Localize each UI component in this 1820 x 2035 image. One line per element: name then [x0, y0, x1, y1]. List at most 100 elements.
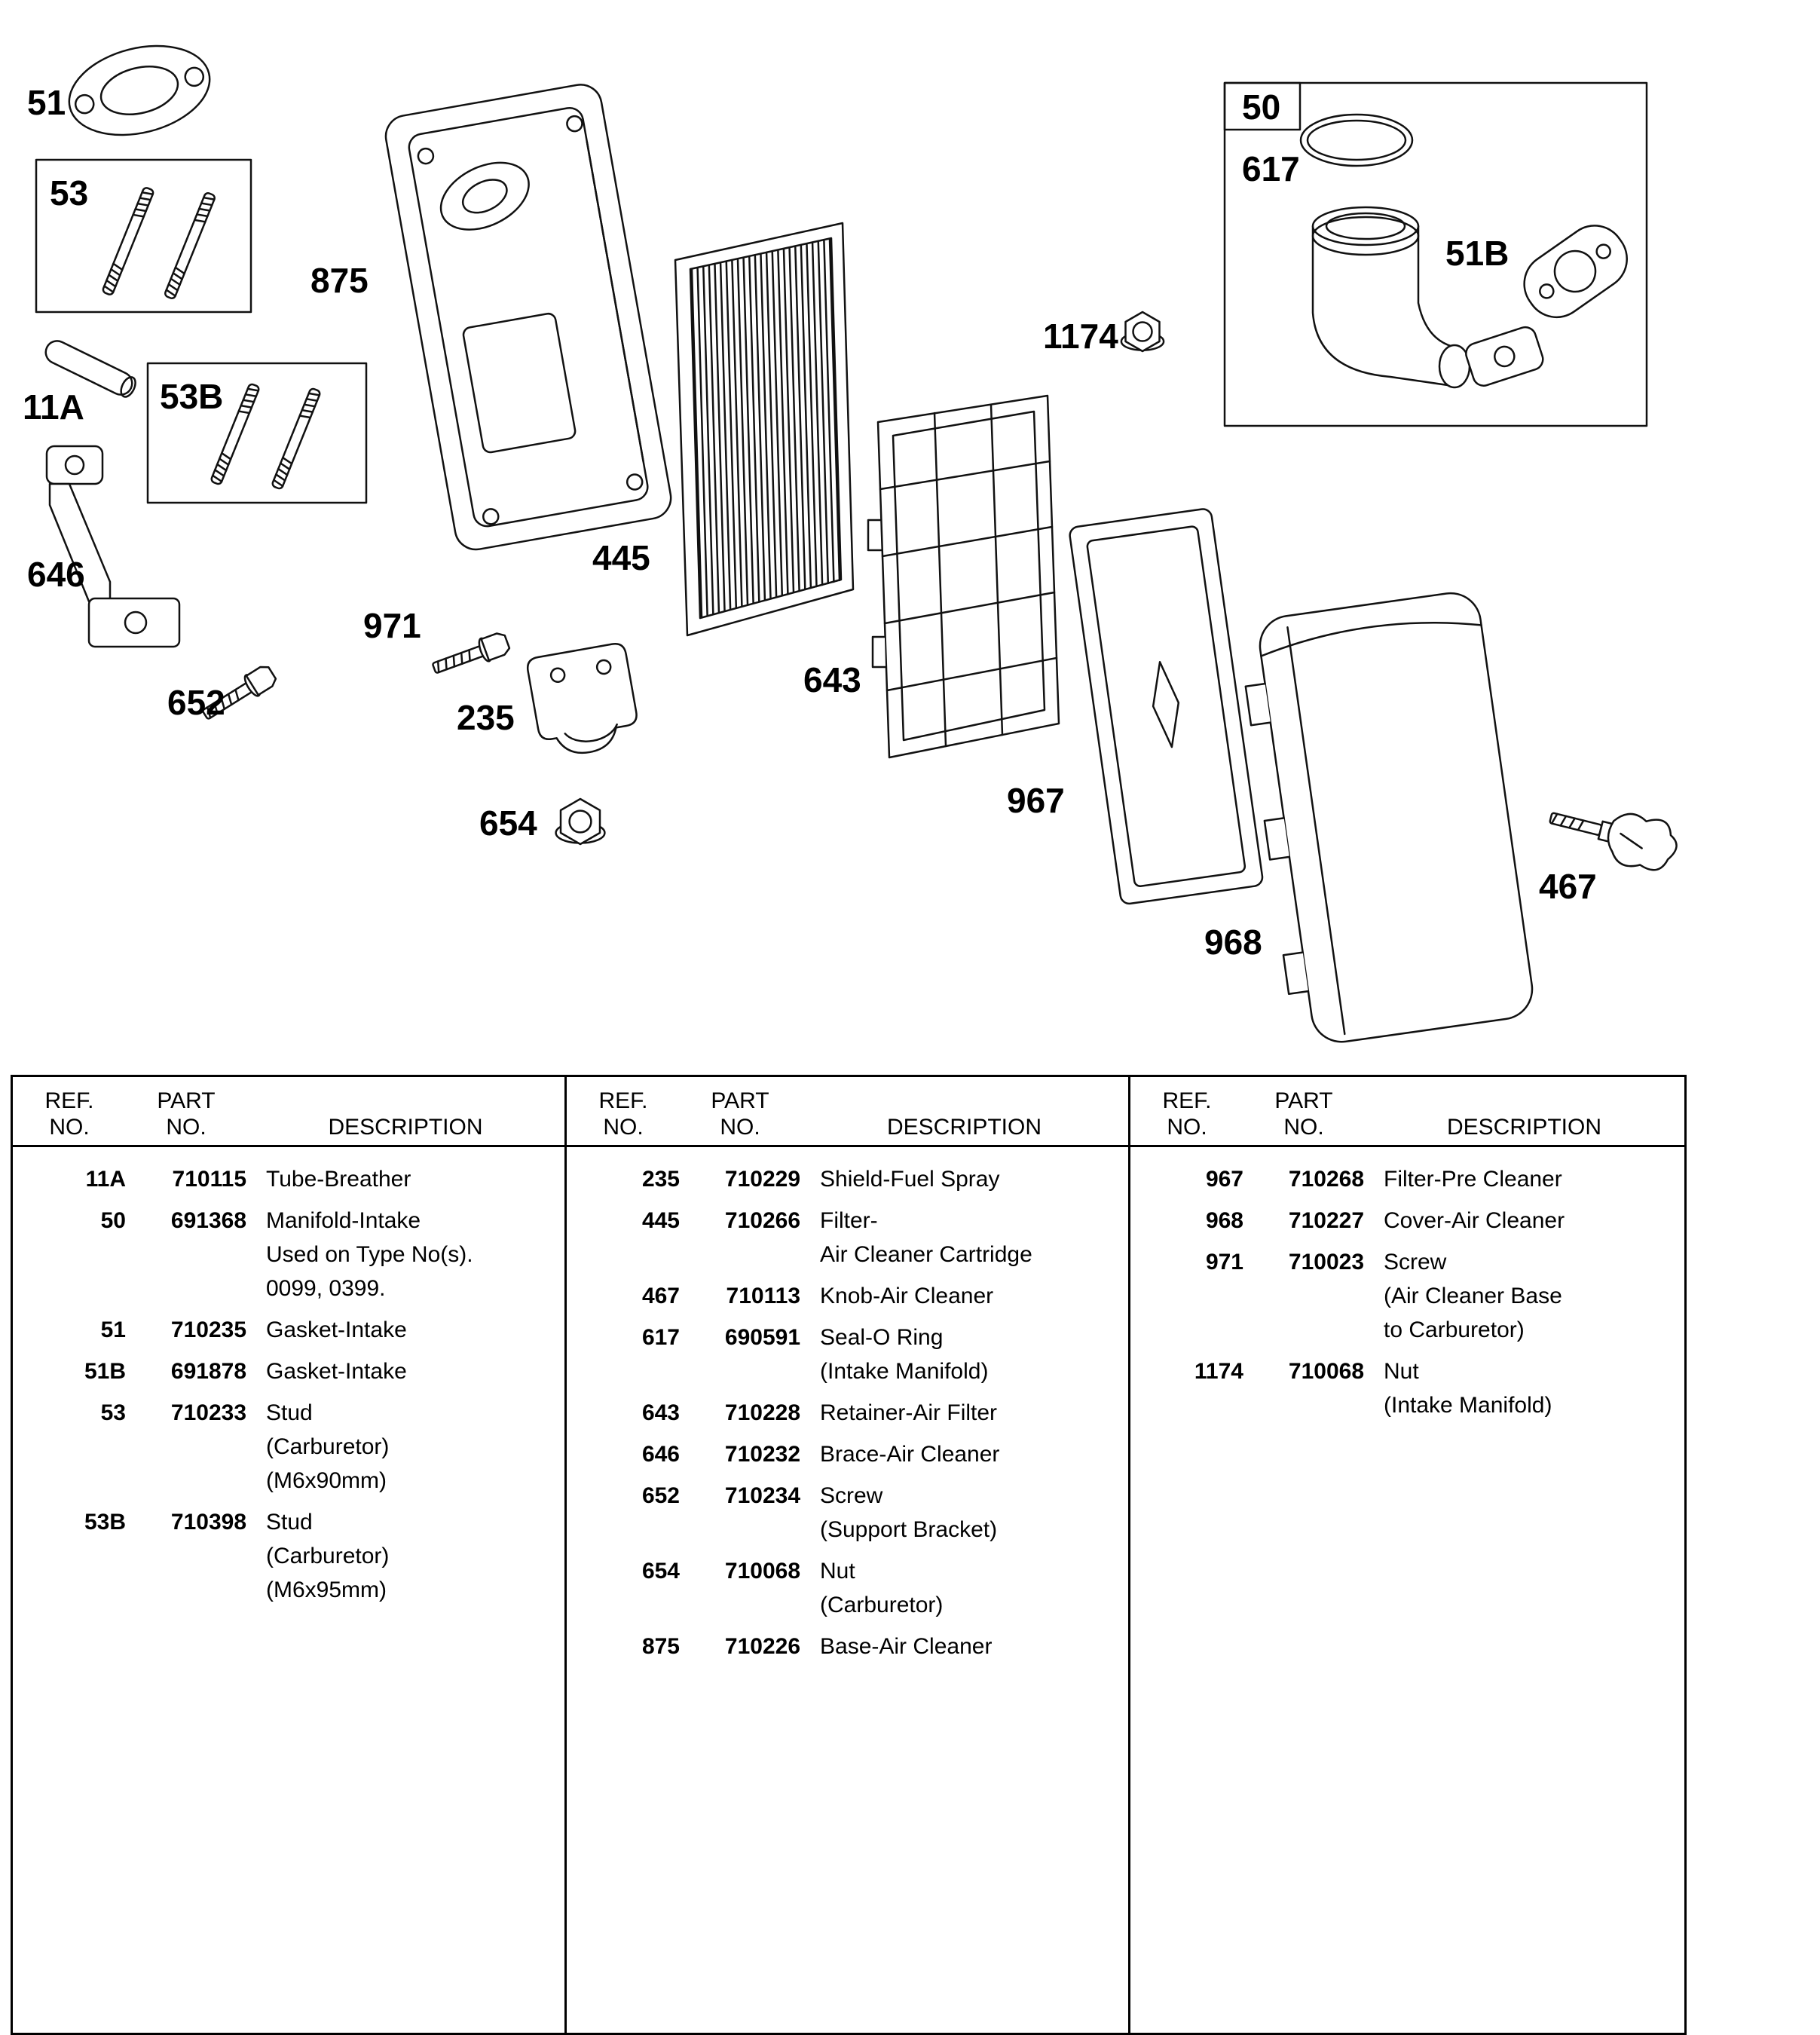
- description: Nut: [1384, 1359, 1419, 1384]
- frame-50-label-box: [1223, 81, 1302, 131]
- label-51b: 51B: [1445, 234, 1509, 273]
- part-no: 710228: [724, 1400, 800, 1425]
- ref-no: 646: [641, 1442, 680, 1467]
- part-646-brace-air-cleaner: [45, 445, 181, 648]
- part-no: [680, 1238, 800, 1271]
- label-968: 968: [1204, 923, 1262, 962]
- description: Base-Air Cleaner: [820, 1634, 993, 1659]
- table-row: (Intake Manifold): [1130, 1388, 1684, 1422]
- table-row: to Carburetor): [1130, 1313, 1684, 1347]
- part-652-screw: [202, 666, 277, 720]
- part-617-seal-o-ring: [1299, 113, 1414, 167]
- description: (M6x95mm): [266, 1578, 387, 1602]
- label-875: 875: [310, 261, 369, 300]
- header-part-no: PART NO.: [157, 1088, 216, 1140]
- part-no: 710398: [170, 1510, 246, 1535]
- table-header: REF. NO. PART NO. DESCRIPTION: [567, 1077, 1128, 1147]
- entry-gap: [567, 1196, 1128, 1204]
- label-50: 50: [1242, 87, 1280, 127]
- part-967-filter-pre-cleaner: [1069, 508, 1264, 905]
- label-643: 643: [803, 660, 861, 699]
- part-968-cover-air-cleaner: [1244, 592, 1534, 1043]
- entry-gap: [13, 1607, 564, 1614]
- table-row: (Support Bracket): [567, 1513, 1128, 1547]
- part-no: [680, 1588, 800, 1622]
- table-header: REF. NO. PART NO. DESCRIPTION: [13, 1077, 564, 1147]
- ref-no: 654: [641, 1559, 680, 1584]
- part-51-gasket-intake: [68, 44, 211, 136]
- entry-gap: [567, 1313, 1128, 1320]
- entry-gap: [567, 1271, 1128, 1279]
- part-no: 690591: [724, 1325, 800, 1350]
- table-row: 0099, 0399.: [13, 1271, 564, 1305]
- label-617: 617: [1242, 149, 1300, 188]
- entry-gap: [567, 1622, 1128, 1630]
- label-11a: 11A: [23, 387, 84, 427]
- description: (Intake Manifold): [820, 1359, 989, 1384]
- part-no: [126, 1464, 246, 1498]
- description: Stud: [266, 1400, 313, 1425]
- part-445-filter-cartridge: [674, 222, 855, 637]
- description: Knob-Air Cleaner: [820, 1284, 994, 1308]
- ref-no: [1130, 1279, 1243, 1313]
- label-51: 51: [27, 83, 66, 122]
- label-53b: 53B: [160, 377, 223, 416]
- ref-no: 1174: [1194, 1359, 1243, 1384]
- entry-gap: [567, 1430, 1128, 1437]
- description: (Carburetor): [820, 1593, 944, 1617]
- ref-no: 235: [641, 1167, 680, 1192]
- part-53-studs: [102, 187, 216, 299]
- entry-gap: [13, 1388, 564, 1396]
- description: Screw: [1384, 1250, 1447, 1275]
- ref-no: 51B: [84, 1359, 126, 1384]
- label-652: 652: [167, 683, 225, 722]
- part-971-screw: [432, 632, 511, 674]
- ref-no: [567, 1354, 680, 1388]
- ref-no: [13, 1238, 126, 1271]
- part-no: 710068: [1288, 1359, 1364, 1384]
- part-no: 710268: [1288, 1167, 1364, 1192]
- entry-gap: [567, 1388, 1128, 1396]
- table-row: Air Cleaner Cartridge: [567, 1238, 1128, 1271]
- header-description: DESCRIPTION: [886, 1115, 1042, 1140]
- ref-no: [13, 1573, 126, 1607]
- diagram-labels: 51 53 875 11A 53B 646 652 971 235 654 44…: [23, 83, 1597, 962]
- label-646: 646: [27, 555, 85, 594]
- label-1174: 1174: [1043, 317, 1118, 356]
- description: Nut: [820, 1559, 855, 1584]
- description: Gasket-Intake: [266, 1317, 407, 1342]
- entry-gap: [1130, 1196, 1684, 1204]
- part-11a-tube-breather: [44, 340, 136, 398]
- part-no: [126, 1238, 246, 1271]
- part-53b-studs: [210, 383, 321, 490]
- table-row: (Carburetor): [13, 1539, 564, 1573]
- ref-no: [1130, 1313, 1243, 1347]
- part-no: 710232: [724, 1442, 800, 1467]
- header-ref-no: REF. NO.: [598, 1088, 648, 1140]
- ref-no: [13, 1271, 126, 1305]
- part-no: 710229: [724, 1167, 800, 1192]
- description: Screw: [820, 1483, 883, 1508]
- ref-no: [567, 1238, 680, 1271]
- part-no: [680, 1354, 800, 1388]
- ref-no: [567, 1588, 680, 1622]
- description: (Support Bracket): [820, 1517, 998, 1542]
- label-445: 445: [592, 538, 650, 577]
- ref-no: 53B: [84, 1510, 126, 1535]
- part-875-base-air-cleaner: [384, 84, 672, 551]
- header-part-no: PART NO.: [1274, 1088, 1333, 1140]
